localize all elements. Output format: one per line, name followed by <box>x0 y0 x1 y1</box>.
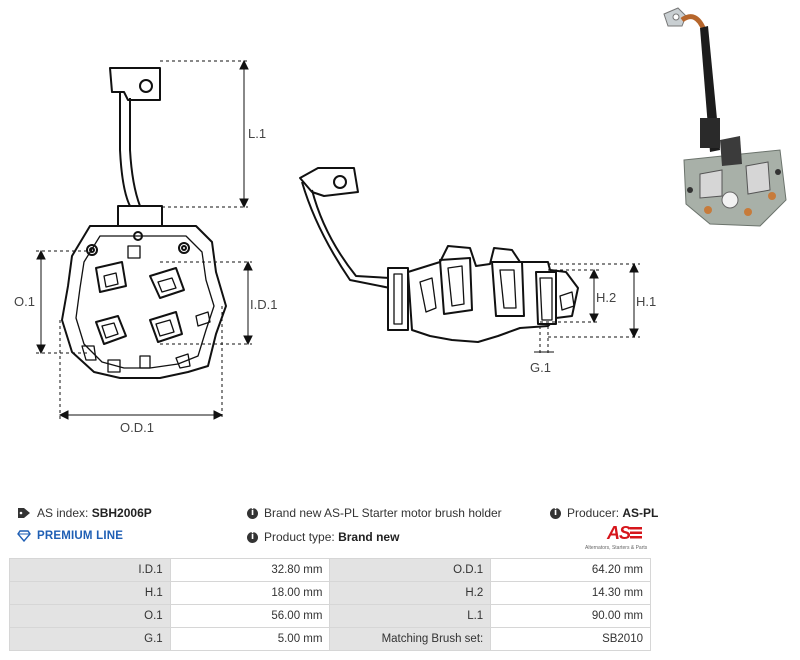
producer: i Producer: AS-PL <box>550 506 658 520</box>
description-text: Brand new AS-PL Starter motor brush hold… <box>264 506 502 520</box>
as-index: AS index: SBH2006P <box>17 506 152 520</box>
diamond-icon <box>17 530 31 542</box>
spec-value: 90.00 mm <box>490 604 651 628</box>
spec-label: L.1 <box>329 604 492 628</box>
table-row: O.1 56.00 mm L.1 90.00 mm <box>9 604 651 628</box>
spec-label: H.1 <box>9 581 171 605</box>
logo-subtitle: Alternators, Starters & Parts <box>585 545 648 551</box>
producer-label: Producer: <box>567 506 620 520</box>
product-type: i Product type: Brand new <box>247 530 399 544</box>
label-o1: O.1 <box>14 294 35 309</box>
spec-value: 18.00 mm <box>169 581 331 605</box>
table-row: G.1 5.00 mm Matching Brush set: SB2010 <box>9 627 651 651</box>
premium-line: PREMIUM LINE <box>17 530 123 542</box>
producer-value: AS-PL <box>622 506 659 520</box>
premium-line-label: PREMIUM LINE <box>37 530 124 542</box>
label-h1: H.1 <box>636 294 656 309</box>
description: i Brand new AS-PL Starter motor brush ho… <box>247 506 502 520</box>
spec-value: 64.20 mm <box>490 558 651 582</box>
info-icon: i <box>550 507 561 519</box>
product-photo <box>663 7 787 227</box>
specs-table: I.D.1 32.80 mm O.D.1 64.20 mm H.1 18.00 … <box>9 558 651 651</box>
label-g1: G.1 <box>530 360 551 375</box>
table-row: H.1 18.00 mm H.2 14.30 mm <box>9 581 651 605</box>
spec-value: 56.00 mm <box>169 604 331 628</box>
spec-value: SB2010 <box>490 627 651 651</box>
spec-value: 5.00 mm <box>169 627 331 651</box>
product-type-value: Brand new <box>338 530 400 544</box>
label-l1: L.1 <box>248 126 266 141</box>
logo-stripes-icon <box>630 527 642 539</box>
spec-value: 32.80 mm <box>169 558 331 582</box>
as-index-label: AS index: <box>37 506 89 520</box>
as-pl-logo: AS Alternators, Starters & Parts <box>585 523 651 553</box>
logo-mark: AS <box>607 523 631 543</box>
spec-label: O.1 <box>9 604 171 628</box>
info-icon: i <box>247 507 258 519</box>
spec-label: H.2 <box>329 581 492 605</box>
table-row: I.D.1 32.80 mm O.D.1 64.20 mm <box>9 558 651 582</box>
product-type-label: Product type: <box>264 530 335 544</box>
as-index-value: SBH2006P <box>91 506 152 520</box>
info-icon: i <box>247 531 258 543</box>
spec-label: G.1 <box>9 627 171 651</box>
spec-label: I.D.1 <box>9 558 171 582</box>
product-info: AS index: SBH2006P PREMIUM LINE i Brand … <box>0 502 800 554</box>
label-h2: H.2 <box>596 290 616 305</box>
spec-value: 14.30 mm <box>490 581 651 605</box>
tag-icon <box>18 508 30 518</box>
spec-label: O.D.1 <box>329 558 492 582</box>
spec-label: Matching Brush set: <box>329 627 492 651</box>
label-od1: O.D.1 <box>120 420 154 435</box>
label-id1: I.D.1 <box>250 297 277 312</box>
technical-drawing: L.1 O.1 I.D.1 O.D.1 H.1 H.2 G.1 <box>14 59 656 435</box>
